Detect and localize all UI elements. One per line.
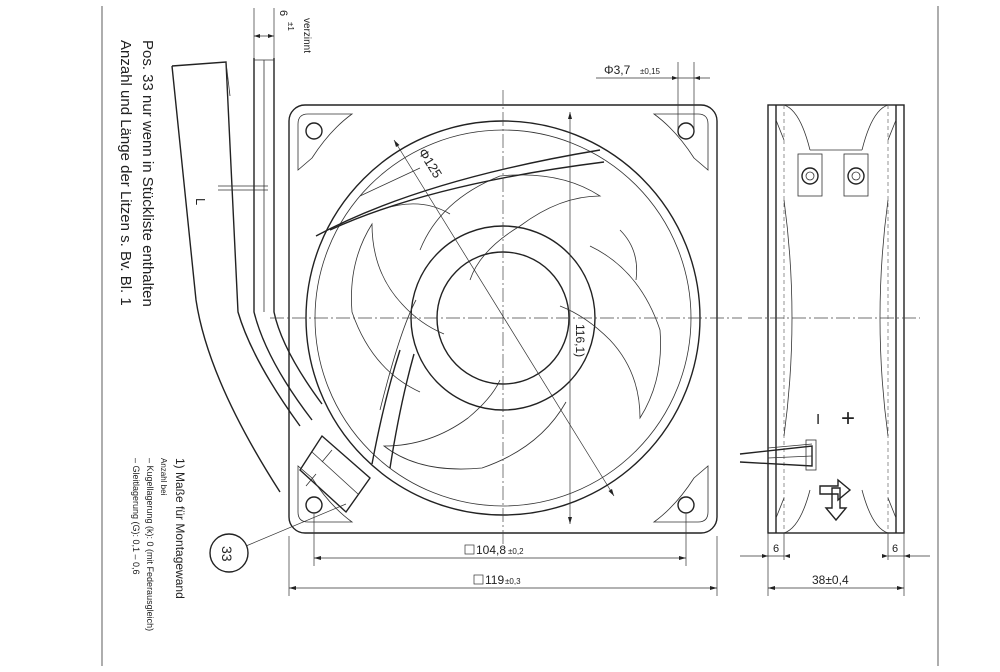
footnote-line4: – Gleitlagerung (G): 0,1 – 0,6 xyxy=(131,458,141,575)
lead-wires: L xyxy=(171,58,371,514)
mounting-spacing-tol: ±0,2 xyxy=(508,547,524,556)
mounting-spacing-dimension: 104,8 ±0,2 xyxy=(313,514,687,566)
outer-size-value: 119 xyxy=(485,573,504,587)
lead-length-label: L xyxy=(193,198,208,205)
footnote-line3: – Kugellagerung (k): 0 (mit Federausglei… xyxy=(145,458,155,631)
hub-dimension-label: 116,1) xyxy=(573,324,587,357)
position-note-line1: Pos. 33 nur wenn in Stückliste enthalten xyxy=(139,40,156,307)
depth-value: 38±0,4 xyxy=(812,573,849,587)
tinned-label: verzinnt xyxy=(301,18,312,53)
part-number-callout: 33 xyxy=(219,546,235,562)
flange-right-value: 6 xyxy=(892,543,898,555)
hole-diameter-dimension: Φ3,7 ±0,15 xyxy=(596,62,710,131)
position-note: Pos. 33 nur wenn in Stückliste enthalten… xyxy=(117,40,156,307)
plus-mark: + xyxy=(841,405,855,432)
flange-left-value: 6 xyxy=(773,543,779,555)
minus-mark: I xyxy=(816,411,820,428)
lead-end-dim-value: 6 xyxy=(277,10,289,16)
outer-size-dimension: 119 ±0,3 xyxy=(288,536,718,596)
lead-end-dim-tol: ±1 xyxy=(286,22,295,31)
lead-end-dimension: 6 ±1 verzinnt xyxy=(253,8,312,58)
footnote-line1: 1) Maße für Montagewand xyxy=(173,458,187,599)
hole-diameter-value: Φ3,7 xyxy=(604,63,631,77)
circle-diameter-label: Φ125 xyxy=(415,146,445,181)
position-note-line2: Anzahl und Länge der Litzen s. Bv. Bl. 1 xyxy=(117,40,134,306)
fan-front-view: Φ125 116,1) 33 xyxy=(209,90,742,573)
hole-diameter-tol: ±0,15 xyxy=(640,67,661,76)
mounting-spacing-value: 104,8 xyxy=(476,543,506,557)
footnote-line2: Anzahl bei xyxy=(159,458,168,496)
footnote-mounting: 1) Maße für Montagewand Anzahl bei – Kug… xyxy=(131,458,187,631)
fan-side-view: I + xyxy=(739,104,920,534)
outer-size-tol: ±0,3 xyxy=(505,577,521,586)
side-flange-dimensions: 6 6 38±0,4 xyxy=(740,533,930,596)
